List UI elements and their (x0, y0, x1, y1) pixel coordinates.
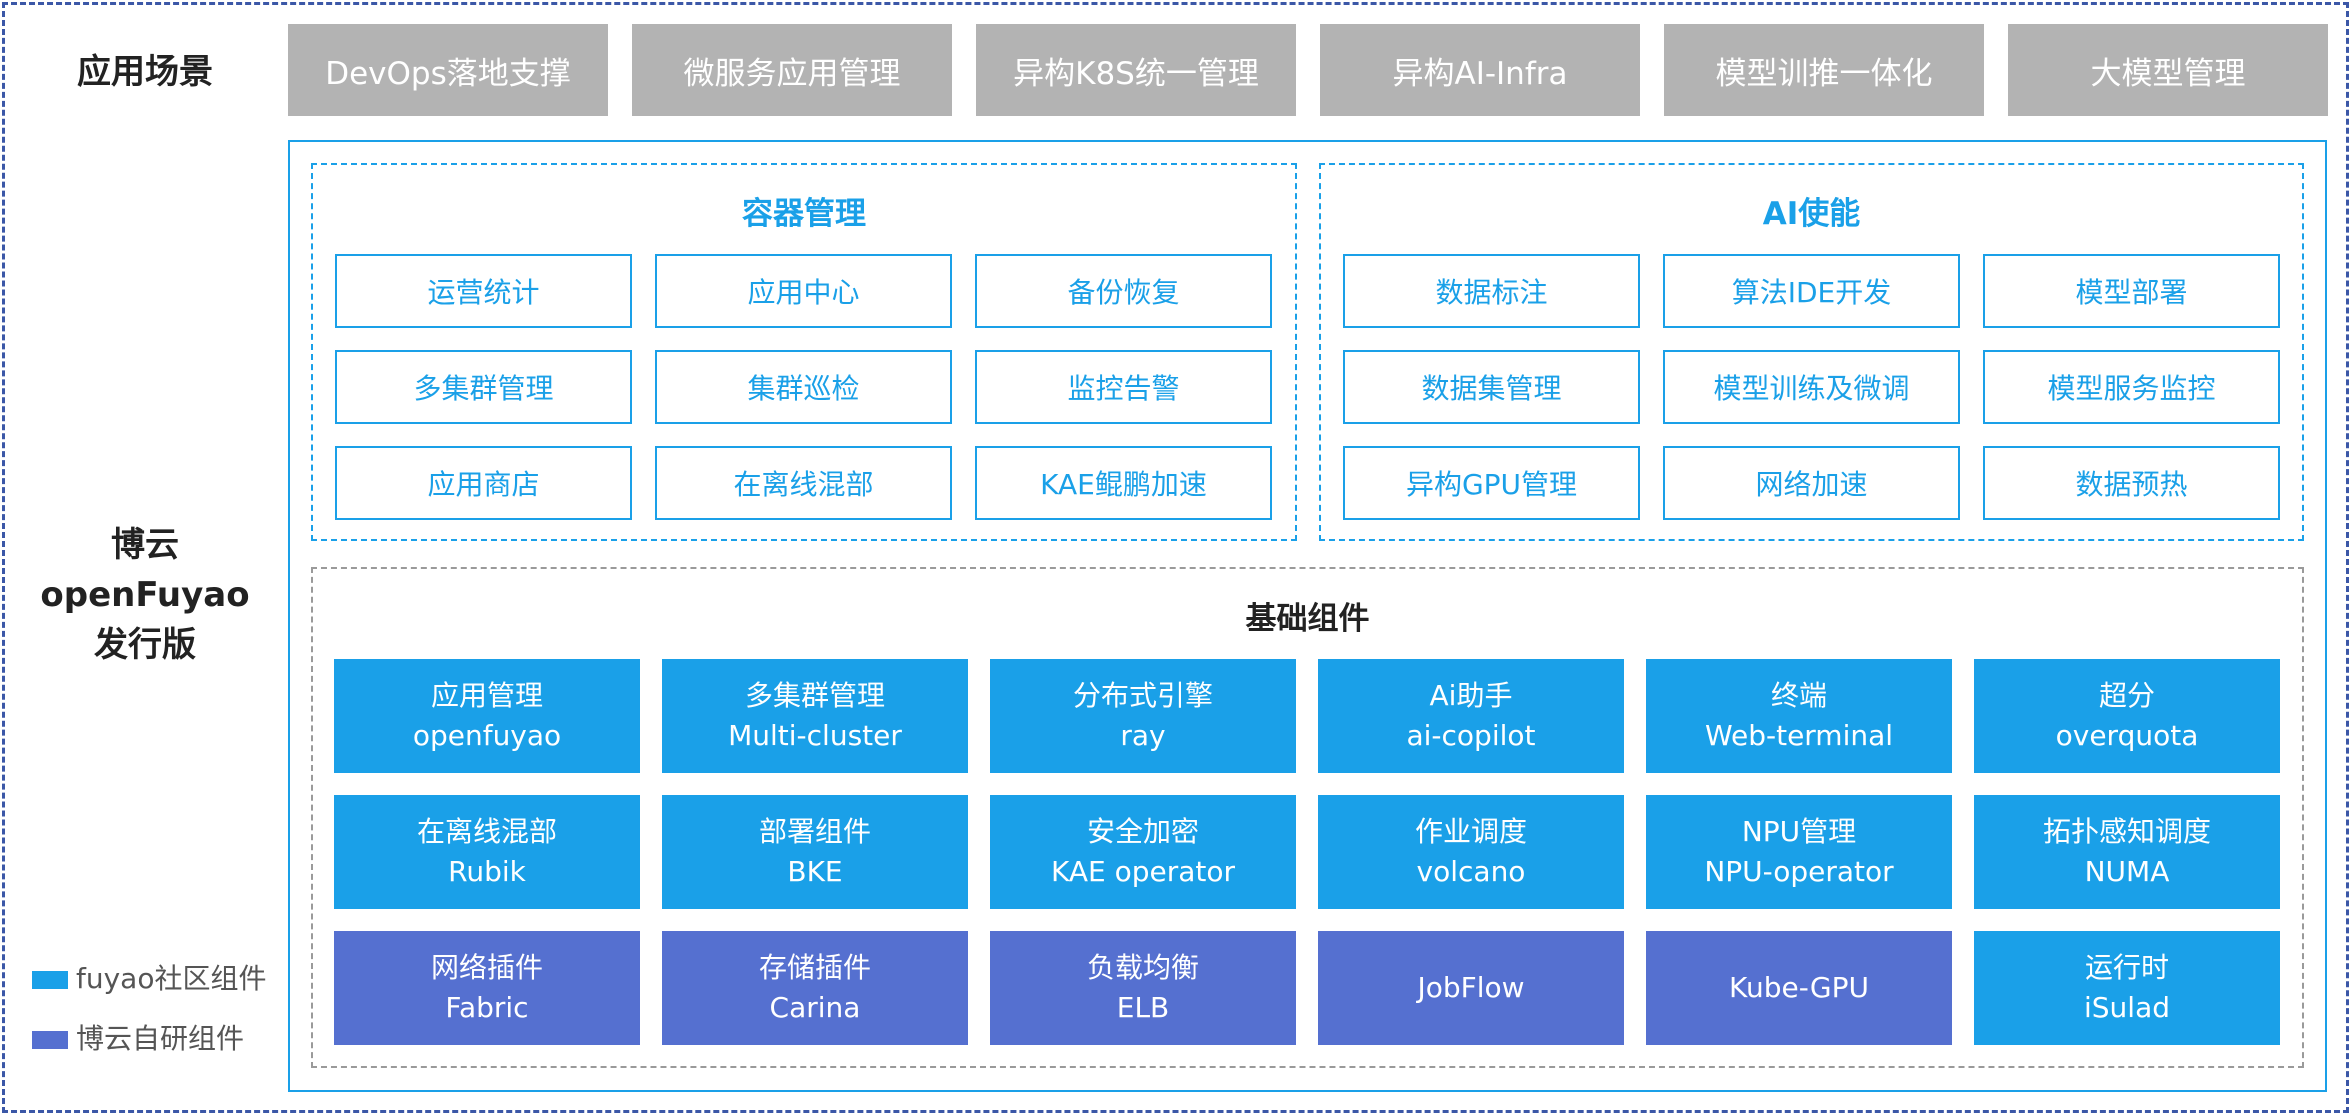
component-box: 作业调度 volcano (1318, 795, 1624, 909)
ai-enable-item: 模型训练及微调 (1663, 350, 1960, 424)
component-id: openfuyao (412, 719, 562, 752)
legend-swatch (32, 971, 68, 989)
product-name: 博云 openFuyao 发行版 (30, 520, 260, 670)
component-name: 终端 (1770, 679, 1827, 712)
component-name: 作业调度 (1414, 815, 1527, 848)
component-name: 拓扑感知调度 (2042, 815, 2211, 848)
component-name: 在离线混部 (416, 815, 557, 848)
container-mgmt-item: 备份恢复 (975, 254, 1272, 328)
scenario-box: 微服务应用管理 (632, 24, 952, 116)
component-box: 负载均衡 ELB (990, 931, 1296, 1045)
ai-enable-item: 数据标注 (1343, 254, 1640, 328)
component-name: NPU管理 (1741, 815, 1857, 848)
component-name: 应用管理 (430, 679, 543, 712)
component-box: Ai助手 ai-copilot (1318, 659, 1624, 773)
component-box: 应用管理 openfuyao (334, 659, 640, 773)
scenario-box: 异构K8S统一管理 (976, 24, 1296, 116)
component-name: Ai助手 (1429, 679, 1513, 712)
component-id: NUMA (2084, 855, 2170, 888)
container-mgmt-item: 应用中心 (655, 254, 952, 328)
component-box: Kube-GPU (1646, 931, 1952, 1045)
component-box: JobFlow (1318, 931, 1624, 1045)
container-mgmt-panel (311, 163, 1297, 541)
component-id: Rubik (448, 855, 526, 888)
container-mgmt-item: 集群巡检 (655, 350, 952, 424)
component-id: Fabric (445, 991, 529, 1024)
platform-frame (288, 140, 2327, 1092)
component-name: 运行时 (2084, 951, 2169, 984)
component-id: ray (1120, 719, 1166, 752)
component-id: Web-terminal (1704, 719, 1894, 752)
component-box: 在离线混部 Rubik (334, 795, 640, 909)
ai-enable-item: 数据集管理 (1343, 350, 1640, 424)
ai-enable-item: 模型部署 (1983, 254, 2280, 328)
component-id: NPU-operator (1704, 855, 1894, 888)
container-mgmt-title: 容器管理 (742, 196, 866, 232)
component-name: 安全加密 (1086, 815, 1199, 848)
component-id: ai-copilot (1406, 719, 1536, 752)
component-name: 多集群管理 (744, 679, 885, 712)
container-mgmt-item: 监控告警 (975, 350, 1272, 424)
component-box: 存储插件 Carina (662, 931, 968, 1045)
component-box: NPU管理 NPU-operator (1646, 795, 1952, 909)
ai-enable-item: 算法IDE开发 (1663, 254, 1960, 328)
component-box: 超分 overquota (1974, 659, 2280, 773)
component-id: Multi-cluster (728, 719, 902, 752)
ai-enable-item: 模型服务监控 (1983, 350, 2280, 424)
legend-swatch (32, 1031, 68, 1049)
component-id: JobFlow (1417, 971, 1525, 1004)
container-mgmt-item: 在离线混部 (655, 446, 952, 520)
ai-enable-panel (1319, 163, 2304, 541)
ai-enable-title: AI使能 (1762, 196, 1861, 232)
component-box: 终端 Web-terminal (1646, 659, 1952, 773)
component-name: 部署组件 (758, 815, 871, 848)
legend-label: 博云自研组件 (76, 1022, 245, 1055)
component-box: 部署组件 BKE (662, 795, 968, 909)
container-mgmt-item: 应用商店 (335, 446, 632, 520)
component-name: 存储插件 (758, 951, 871, 984)
component-box: 网络插件 Fabric (334, 931, 640, 1045)
product-name-line1: 博云 (111, 525, 179, 565)
component-box: 分布式引擎 ray (990, 659, 1296, 773)
component-box: 运行时 iSulad (1974, 931, 2280, 1045)
component-name: 负载均衡 (1086, 951, 1199, 984)
container-mgmt-item: 多集群管理 (335, 350, 632, 424)
container-mgmt-item: KAE鲲鹏加速 (975, 446, 1272, 520)
component-id: iSulad (2083, 991, 2170, 1024)
scenario-box: DevOps落地支撑 (288, 24, 608, 116)
ai-enable-item: 数据预热 (1983, 446, 2280, 520)
component-id: volcano (1416, 855, 1526, 888)
component-name: 网络插件 (430, 951, 543, 984)
ai-enable-item: 网络加速 (1663, 446, 1960, 520)
base-components-title: 基础组件 (1245, 601, 1370, 637)
component-name: 分布式引擎 (1072, 679, 1213, 712)
component-id: Carina (769, 991, 861, 1024)
component-id: Kube-GPU (1729, 971, 1869, 1004)
component-id: overquota (2055, 719, 2199, 752)
component-id: BKE (787, 855, 843, 888)
product-name-line2: openFuyao (40, 575, 250, 615)
component-box: 安全加密 KAE operator (990, 795, 1296, 909)
scenario-box: 模型训推一体化 (1664, 24, 1984, 116)
scenarios-label: 应用场景 (77, 52, 213, 92)
scenario-box: 异构AI-Infra (1320, 24, 1640, 116)
scenario-box: 大模型管理 (2008, 24, 2328, 116)
component-box: 拓扑感知调度 NUMA (1974, 795, 2280, 909)
component-box: 多集群管理 Multi-cluster (662, 659, 968, 773)
component-id: ELB (1116, 991, 1170, 1024)
legend-label: fuyao社区组件 (76, 962, 267, 995)
base-components-panel (311, 567, 2304, 1068)
product-name-line3: 发行版 (94, 625, 196, 665)
ai-enable-item: 异构GPU管理 (1343, 446, 1640, 520)
component-id: KAE operator (1050, 855, 1236, 888)
container-mgmt-item: 运营统计 (335, 254, 632, 328)
component-name: 超分 (2098, 679, 2155, 712)
